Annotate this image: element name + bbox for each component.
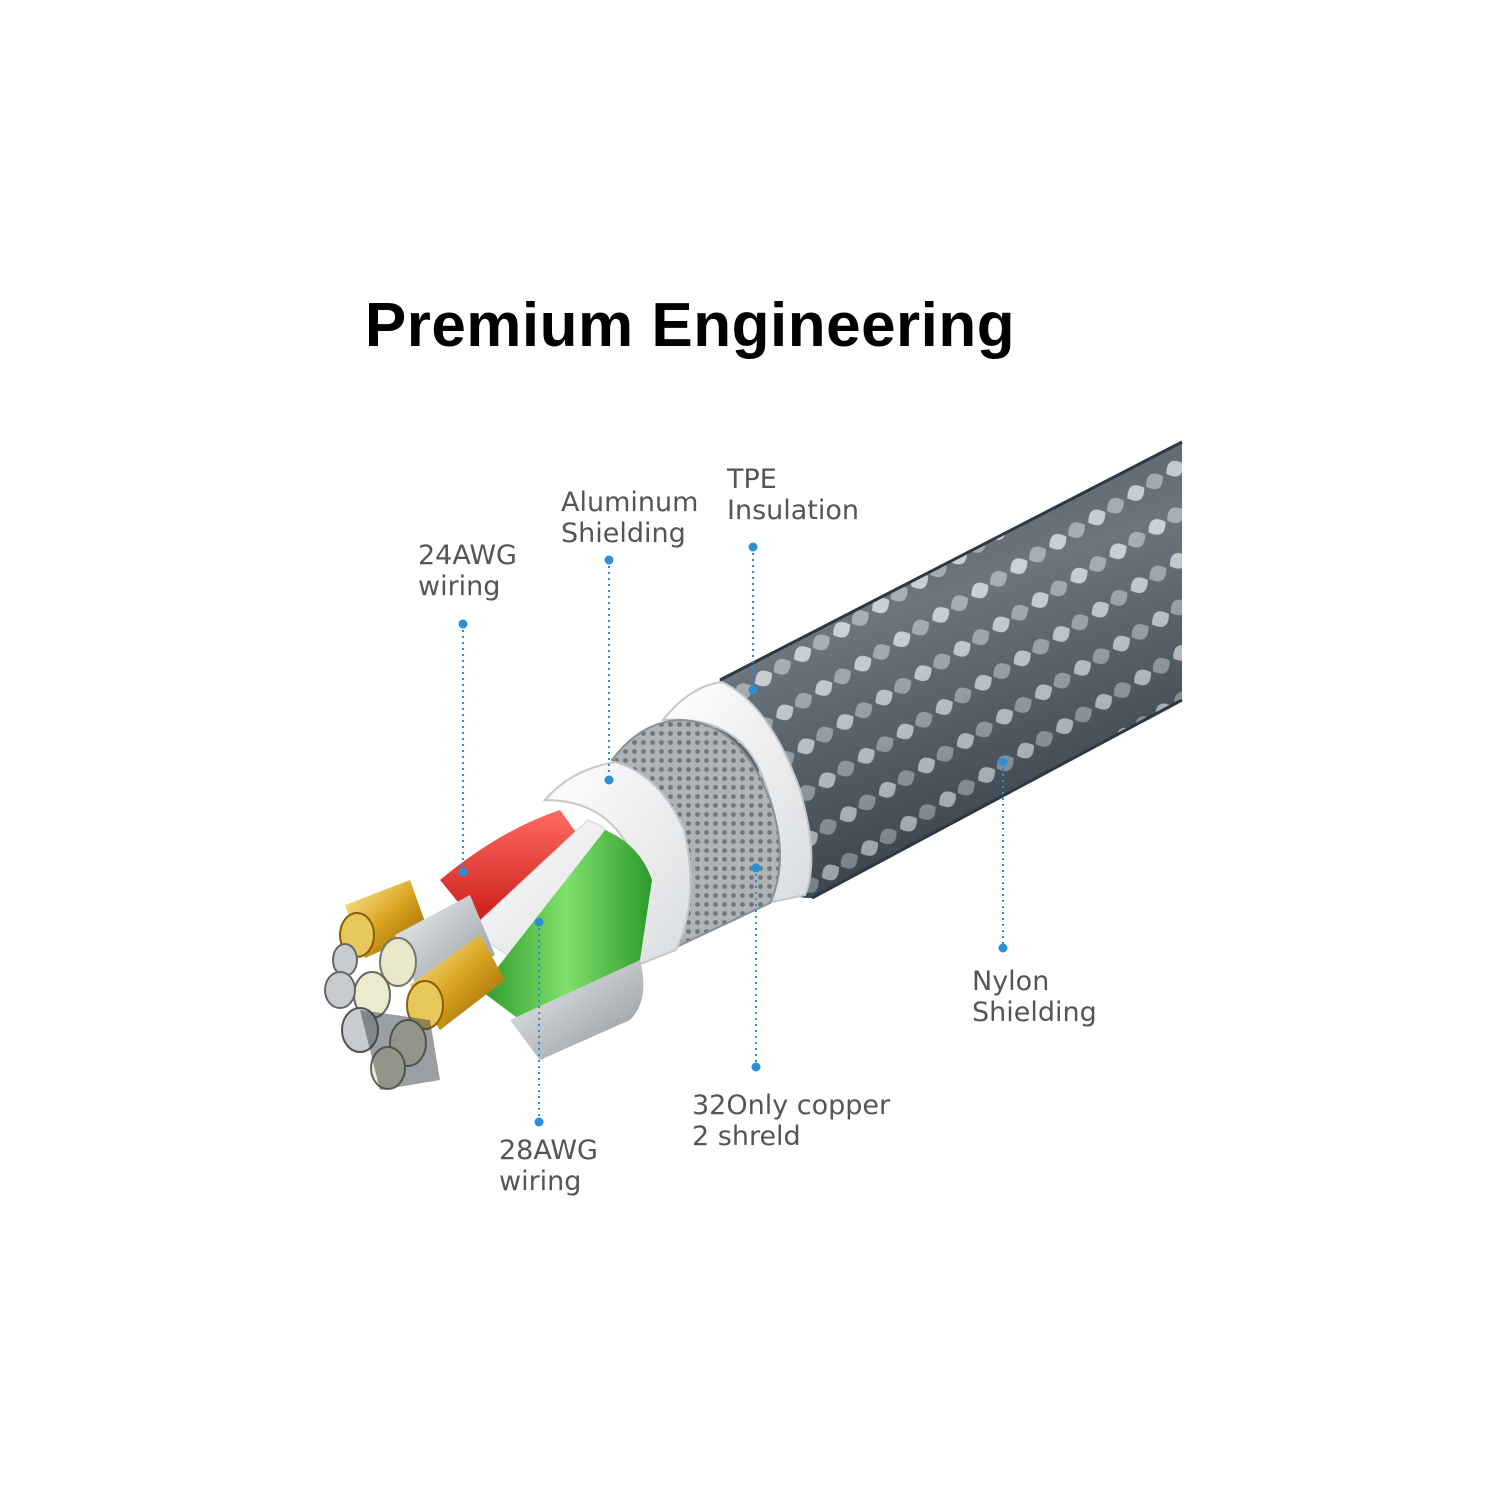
callout-dot [998,757,1008,767]
label-28awg-wiring: 28AWG wiring [499,1135,598,1197]
label-24awg-wiring: 24AWG wiring [418,540,517,602]
callout-dot [748,542,758,552]
callout-dot [458,867,468,877]
callout-dot [751,863,761,873]
callout-lines [462,547,1004,1122]
nylon-braid-jacket [714,440,1183,900]
conductor-ends [324,880,505,1090]
callout-dot [458,619,468,629]
label-tpe-insulation: TPE Insulation [727,464,860,526]
label-aluminum-shielding: Aluminum Shielding [561,487,699,549]
callout-dot [534,917,544,927]
page-title: Premium Engineering [364,291,1016,360]
callout-dots [458,542,1008,1127]
callout-dot [751,1062,761,1072]
tpe-insulation-ring [660,680,813,904]
callout-dot [748,685,758,695]
inner-wires [440,810,652,1060]
callout-dot [534,1117,544,1127]
label-nylon-shielding: Nylon Shielding [972,966,1097,1028]
callout-dot [604,555,614,565]
callout-dot [998,943,1008,953]
callout-dot [604,775,614,785]
label-copper-shield: 32Only copper 2 shreld [692,1090,891,1152]
